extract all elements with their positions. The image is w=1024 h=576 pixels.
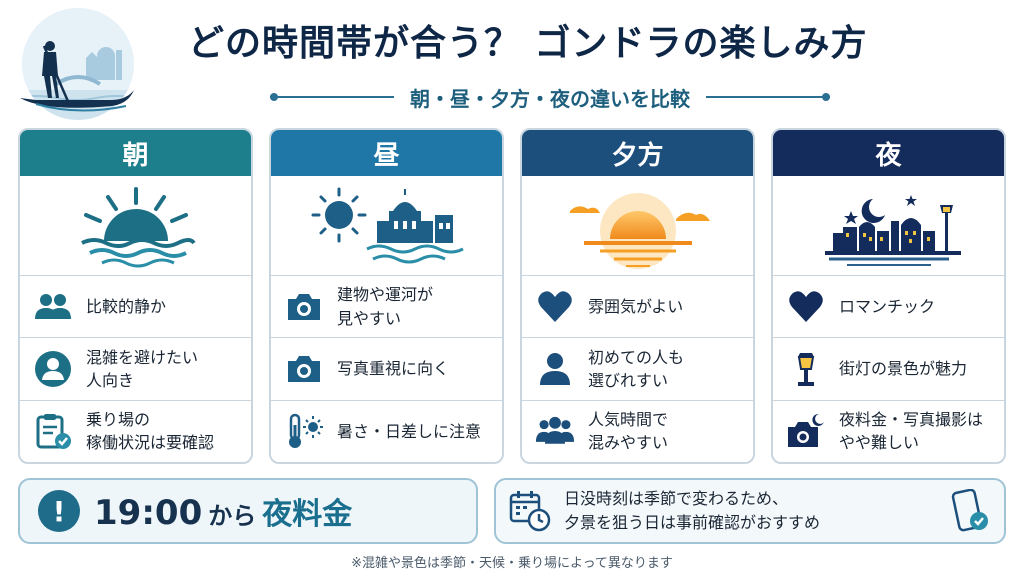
gondola-logo	[16, 6, 140, 124]
card-morning: 朝 比較的静か	[18, 128, 253, 464]
night-city-icon	[773, 176, 1004, 276]
item-text: 暑さ・日差しに注意	[337, 421, 482, 441]
user-icon	[534, 348, 576, 390]
list-item: 暑さ・日差しに注意	[271, 401, 502, 462]
card-night: 夜	[771, 128, 1006, 464]
camera-moon-icon	[785, 410, 827, 452]
item-text: 人気時間で 混みやすい	[588, 410, 669, 453]
card-morning-header: 朝	[20, 130, 251, 176]
night-fee-notice: ! 19:00 から 夜料金	[18, 478, 478, 544]
sunset-icon	[522, 176, 753, 276]
sunset-tip: 日没時刻は季節で変わるため、 夕景を狙う日は事前確認がおすすめ	[494, 478, 1006, 544]
thermometer-sun-icon	[283, 410, 325, 452]
heart-icon	[534, 286, 576, 328]
card-evening: 夕方 雰囲気がよい 初めての人も 選びれすい	[520, 128, 755, 464]
smartphone-check-icon	[948, 488, 992, 533]
item-text: 街灯の景色が魅力	[839, 359, 968, 379]
camera-icon	[283, 286, 325, 328]
sunrise-icon	[20, 176, 251, 276]
street-lamp-icon	[785, 348, 827, 390]
card-night-header: 夜	[773, 130, 1004, 176]
list-item: 初めての人も 選びれすい	[522, 338, 753, 401]
camera-icon	[283, 348, 325, 390]
footnote: ※混雑や景色は季節・天候・乗り場によって異なります	[351, 556, 673, 571]
item-text: 比較的静か	[86, 297, 167, 317]
item-text: 写真重視に向く	[337, 359, 450, 379]
card-daytime: 昼	[269, 128, 504, 464]
sunset-tip-line1: 日没時刻は季節で変わるため、	[564, 489, 789, 508]
people-icon	[32, 286, 74, 328]
list-item: 街灯の景色が魅力	[773, 338, 1004, 401]
item-text: 雰囲気がよい	[588, 297, 684, 317]
list-item: 人気時間で 混みやすい	[522, 401, 753, 462]
page-subtitle: 朝・昼・夕方・夜の違いを比較	[410, 86, 690, 111]
list-item: ロマンチック	[773, 276, 1004, 339]
item-text: 混雑を避けたい 人向き	[86, 347, 199, 390]
calendar-clock-icon	[508, 489, 552, 533]
time-cards: 朝 比較的静か	[18, 128, 1006, 464]
sun-city-icon	[271, 176, 502, 276]
item-text: 乗り場の 稼働状況は要確認	[86, 410, 215, 453]
list-item: 乗り場の 稼働状況は要確認	[20, 401, 251, 462]
user-circle-icon	[32, 348, 74, 390]
subtitle-right-line	[706, 93, 830, 101]
list-item: 雰囲気がよい	[522, 276, 753, 339]
night-fee-time: 19:00	[94, 493, 203, 533]
card-daytime-header: 昼	[271, 130, 502, 176]
night-fee-label: 夜料金	[262, 497, 353, 532]
list-item: 比較的静か	[20, 276, 251, 339]
sunset-tip-text: 日没時刻は季節で変わるため、 夕景を狙う日は事前確認がおすすめ	[564, 487, 936, 535]
card-evening-header: 夕方	[522, 130, 753, 176]
night-fee-from: から	[208, 502, 257, 530]
list-item: 夜料金・写真撮影は やや難しい	[773, 401, 1004, 462]
page-title: どの時間帯が合う？ ゴンドラの楽しみ方	[188, 23, 868, 64]
exclamation-icon: !	[38, 490, 80, 532]
sunset-tip-line2: 夕景を狙う日は事前確認がおすすめ	[564, 513, 821, 532]
night-fee-text: 19:00 から 夜料金	[94, 489, 352, 533]
list-item: 建物や運河が 見やすい	[271, 276, 502, 339]
item-text: 建物や運河が 見やすい	[337, 285, 434, 328]
item-text: 初めての人も 選びれすい	[588, 347, 685, 390]
list-item: 混雑を避けたい 人向き	[20, 338, 251, 401]
clipboard-check-icon	[32, 410, 74, 452]
item-text: ロマンチック	[839, 297, 936, 317]
subtitle-left-line	[270, 93, 394, 101]
item-text: 夜料金・写真撮影は やや難しい	[839, 410, 984, 453]
group-icon	[534, 410, 576, 452]
list-item: 写真重視に向く	[271, 338, 502, 401]
subtitle-row: 朝・昼・夕方・夜の違いを比較	[270, 82, 830, 112]
heart-icon	[785, 286, 827, 328]
